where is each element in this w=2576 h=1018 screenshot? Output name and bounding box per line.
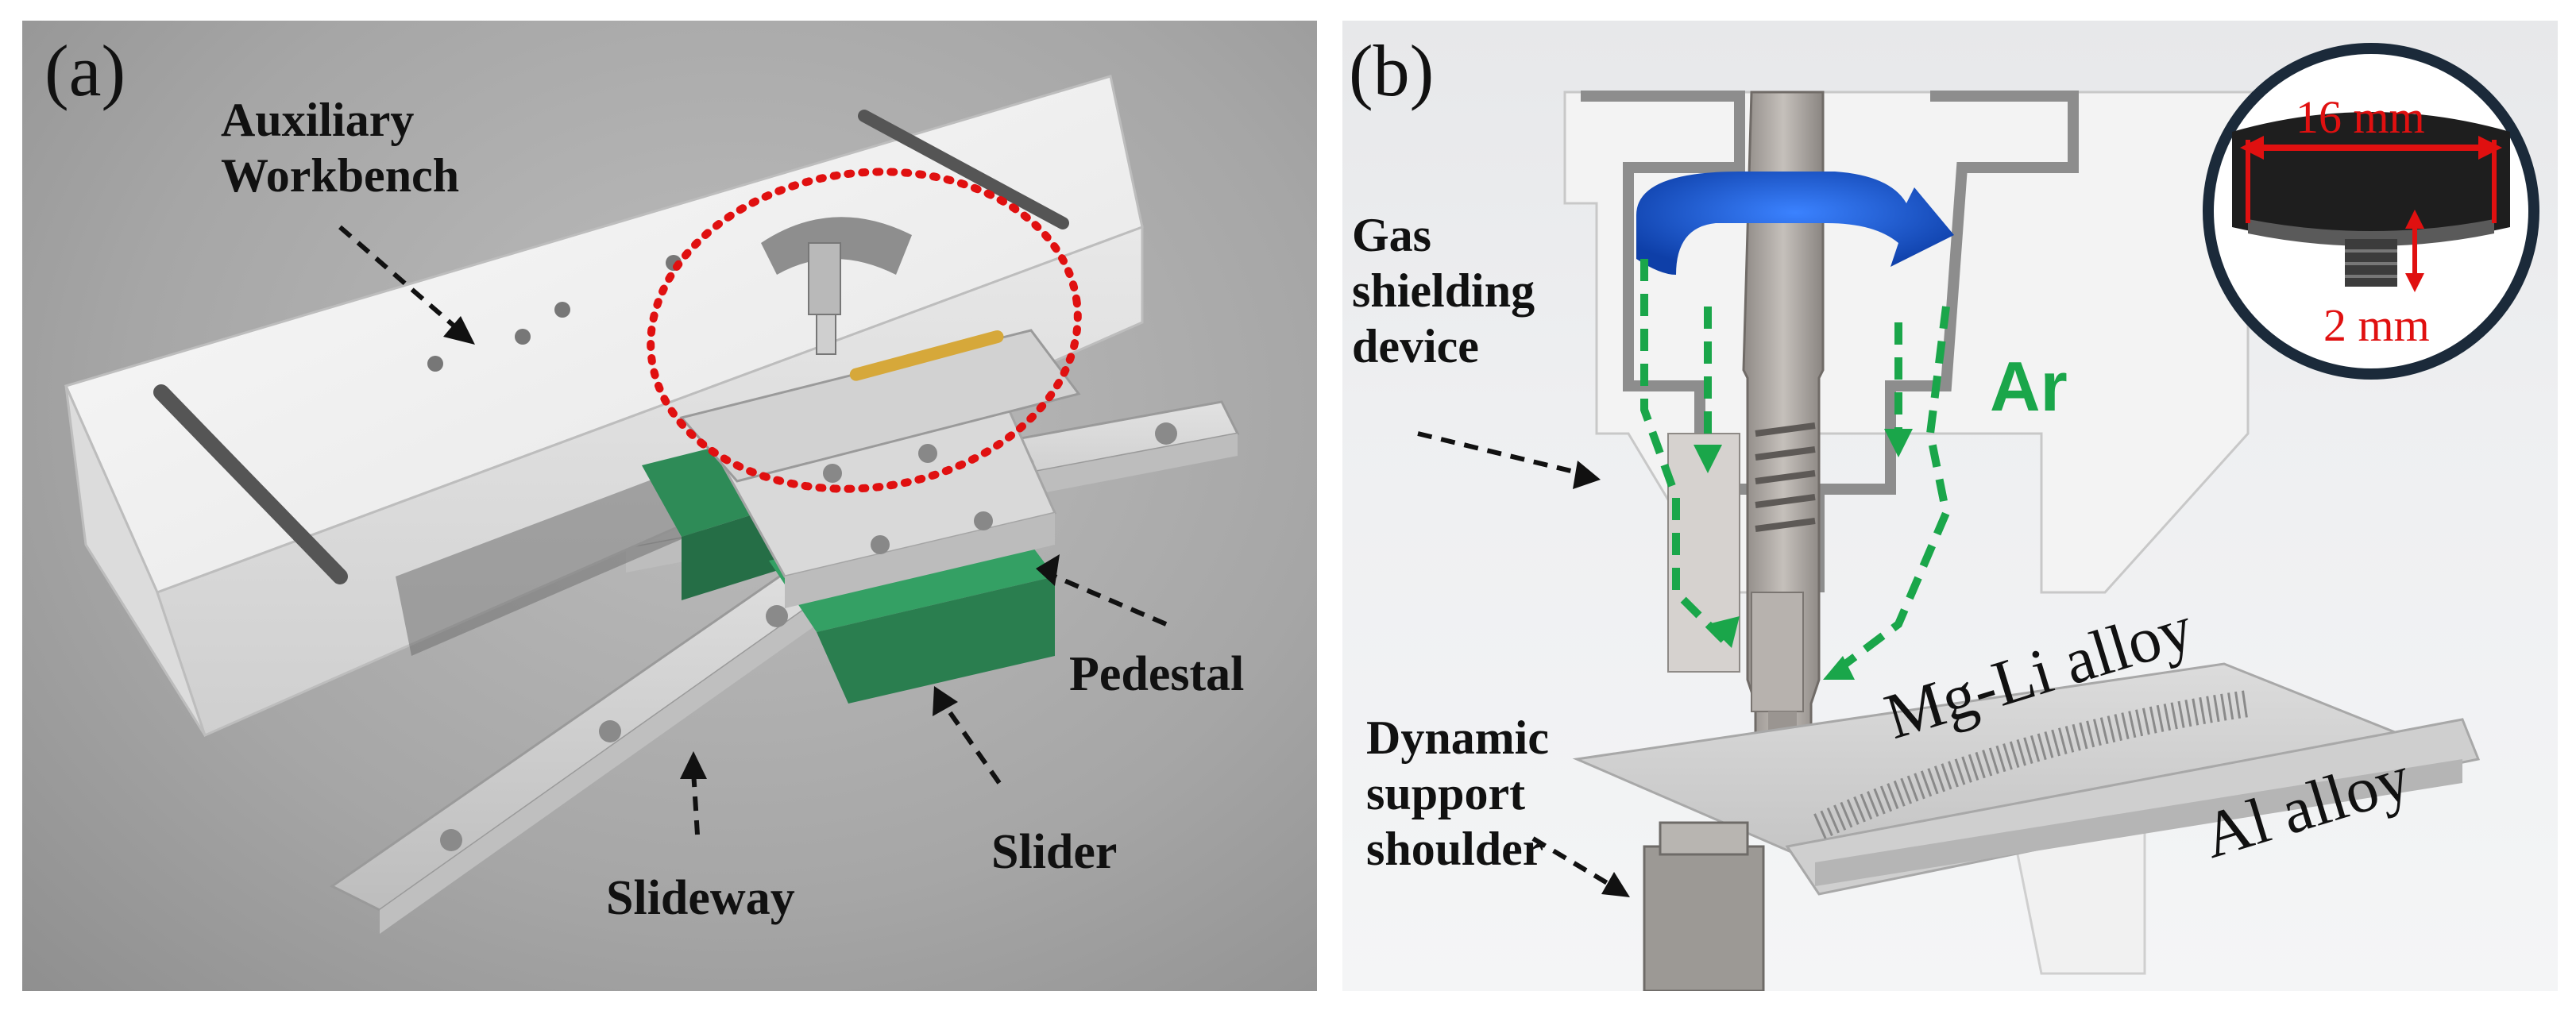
tool-detail-inset (2203, 43, 2539, 380)
auxiliary-workbench-body (64, 75, 1144, 738)
label-gas-shielding-device: Gas shielding device (1352, 209, 1535, 372)
label-pedestal: Pedestal (1069, 647, 1245, 701)
gas-flow-arrowheads (1694, 429, 1913, 680)
label-slider: Slider (991, 825, 1118, 879)
highlight-ellipse (647, 168, 1082, 493)
workpiece-and-tool (679, 217, 1081, 483)
panel-a-leader-arrows (338, 225, 1168, 835)
panel-a-illustration (64, 75, 1240, 934)
panel-a-arrowheads (443, 316, 1060, 779)
dynamic-support-shoulder (1643, 821, 1765, 991)
panel-b-leader-arrows (1417, 431, 1614, 889)
panel-b-tag: (b) (1349, 30, 1435, 111)
panel-b-illustration (1417, 43, 2539, 991)
workpiece-plates (1572, 662, 2481, 896)
rotation-arrow-icon (1636, 172, 1954, 275)
label-auxiliary-workbench: Auxiliary Workbench (221, 94, 460, 202)
fsw-tool (1667, 91, 1825, 737)
panel-a-tag: (a) (44, 30, 126, 111)
label-height-dimension: 2 mm (2323, 299, 2430, 351)
label-dynamic-support-shoulder: Dynamic support shoulder (1366, 711, 1549, 875)
panel-b: (b) Gas shielding device Dynamic support… (1342, 21, 2558, 991)
label-slideway: Slideway (606, 871, 795, 925)
panel-a: (a) Auxiliary Workbench Pedestal Slider … (22, 21, 1317, 991)
label-width-dimension: 16 mm (2296, 91, 2425, 143)
gas-flow-lines (1640, 259, 1951, 675)
label-ar: Ar (1990, 347, 2068, 426)
panel-b-arrowheads (1573, 461, 1630, 897)
